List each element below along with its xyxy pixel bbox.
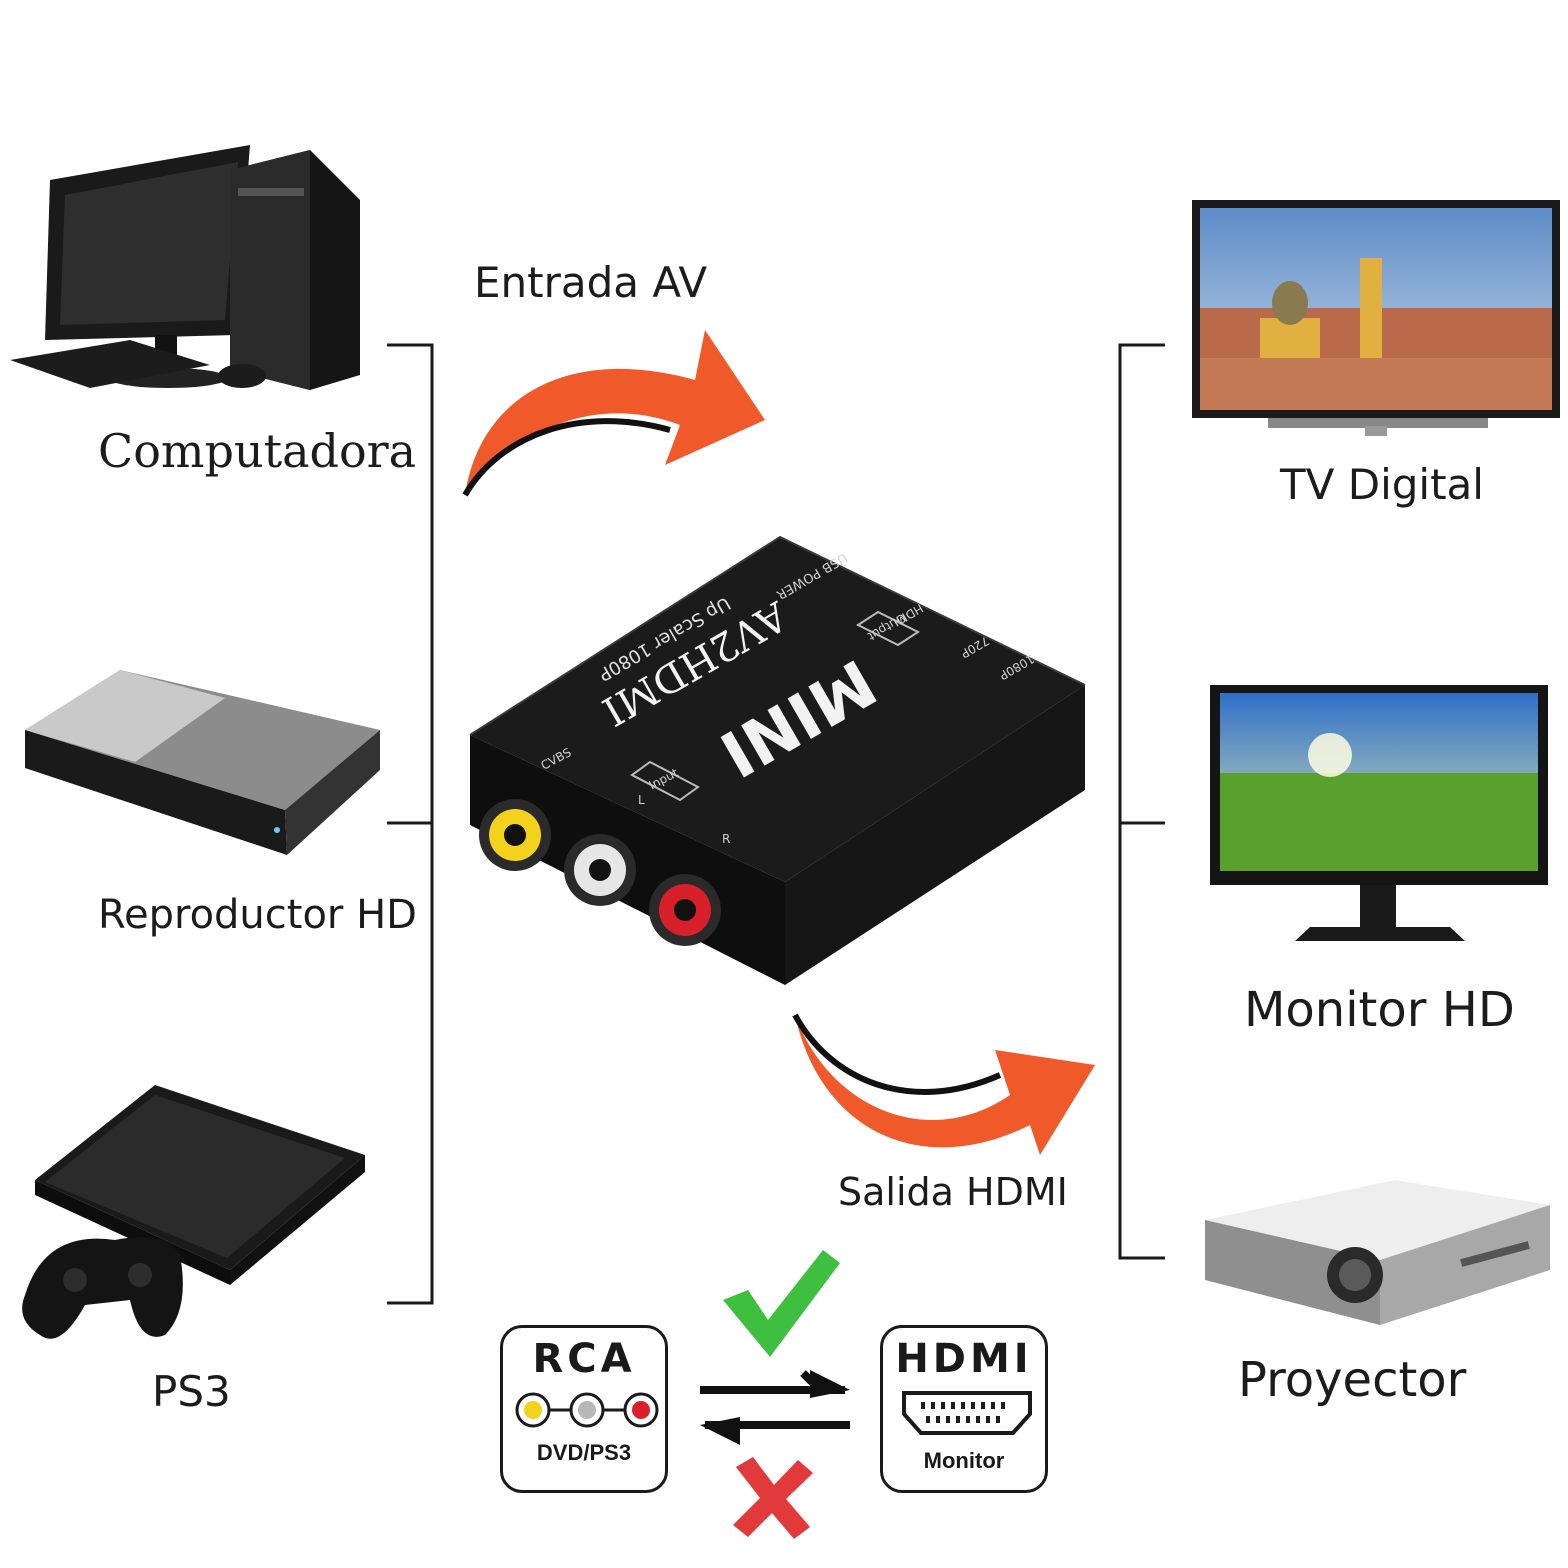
rca-plugs-icon: [515, 1392, 659, 1428]
tv-icon: [1192, 200, 1560, 436]
input-arrow-label: Entrada AV: [474, 258, 708, 307]
input-arrow-icon: [462, 330, 765, 497]
check-icon: [723, 1250, 840, 1357]
output-arrow-label: Salida HDMI: [838, 1170, 1068, 1214]
output-label-tv: TV Digital: [1280, 460, 1484, 509]
source-label-computer: Computadora: [98, 424, 417, 478]
game-console-icon: [22, 1085, 365, 1339]
hdmi-badge: HDMI Monitor: [880, 1325, 1048, 1493]
rca-badge-sub: DVD/PS3: [536, 1440, 632, 1465]
monitor-icon: [1210, 685, 1548, 941]
bluray-player-icon: [25, 670, 380, 855]
computer-icon: [10, 145, 360, 390]
device-right-tag: R: [722, 832, 731, 846]
conversion-arrows-icon: [700, 1370, 850, 1445]
device-left-tag: L: [638, 793, 645, 807]
source-label-player: Reproductor HD: [98, 892, 417, 938]
output-label-projector: Proyector: [1238, 1352, 1467, 1408]
hdmi-badge-sub: Monitor: [923, 1448, 1005, 1473]
rca-badge-title: RCA: [532, 1336, 636, 1382]
hdmi-port-icon: [902, 1391, 1032, 1435]
output-arrow-icon: [792, 1013, 1095, 1155]
cross-icon: [733, 1457, 813, 1539]
rca-badge: RCA DVD/PS3: [500, 1325, 668, 1493]
source-label-ps3: PS3: [152, 1367, 231, 1416]
projector-icon: [1205, 1180, 1550, 1325]
output-label-monitor: Monitor HD: [1244, 982, 1515, 1038]
hdmi-badge-title: HDMI: [895, 1336, 1033, 1382]
